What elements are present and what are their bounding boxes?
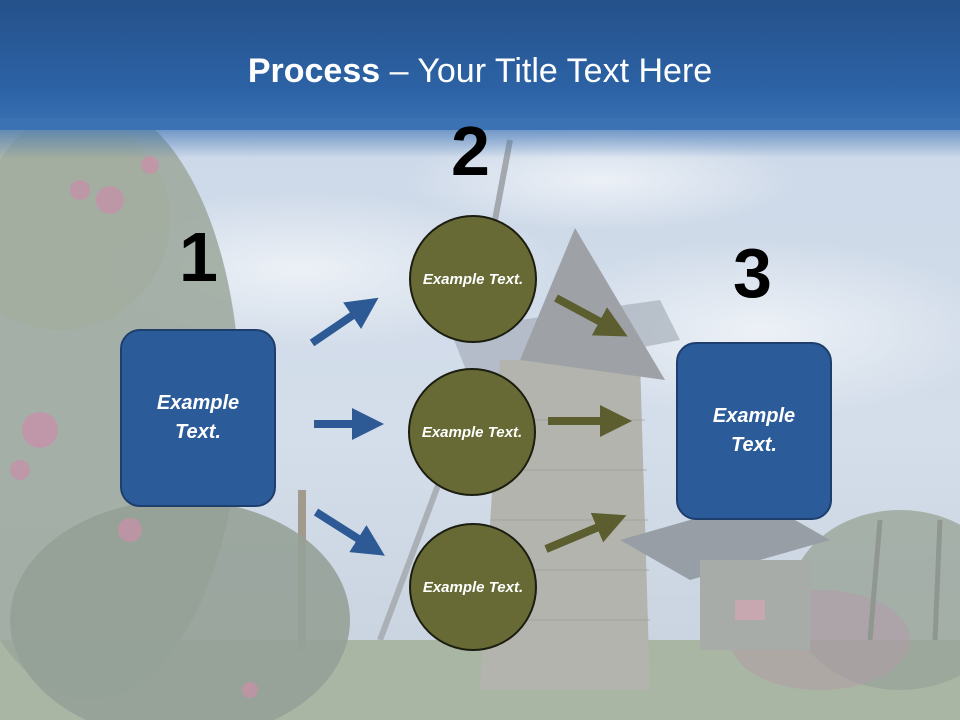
arrow-2a-to-3	[554, 294, 628, 337]
arrow-1-to-2a	[309, 297, 379, 347]
step-1-number: 1	[179, 218, 218, 296]
step-1-box: Example Text.	[120, 329, 276, 507]
title-bar	[0, 0, 960, 130]
title-bold: Process	[247, 52, 381, 90]
page-title: Process – Your Title Text Here	[0, 52, 960, 91]
step-2-number: 2	[451, 112, 490, 190]
step-3-box: Example Text.	[676, 342, 832, 520]
arrow-1-to-2c	[313, 508, 385, 556]
step-2-circle-3: Example Text.	[409, 523, 537, 651]
step-2-circle-1-text: Example Text.	[422, 270, 524, 288]
step-2-circle-2: Example Text.	[408, 368, 536, 496]
step-3-box-text: Example Text.	[712, 405, 796, 456]
step-2-circle-1: Example Text.	[409, 215, 537, 343]
step-2-circle-2-text: Example Text.	[421, 423, 523, 441]
arrow-2c-to-3	[544, 512, 627, 553]
step-1-box-text: Example Text.	[156, 392, 240, 443]
title-bar-fade	[0, 118, 960, 158]
step-3-number: 3	[733, 234, 772, 312]
step-2-circle-3-text: Example Text.	[422, 578, 524, 596]
title-rest: – Your Title Text Here	[380, 52, 713, 90]
